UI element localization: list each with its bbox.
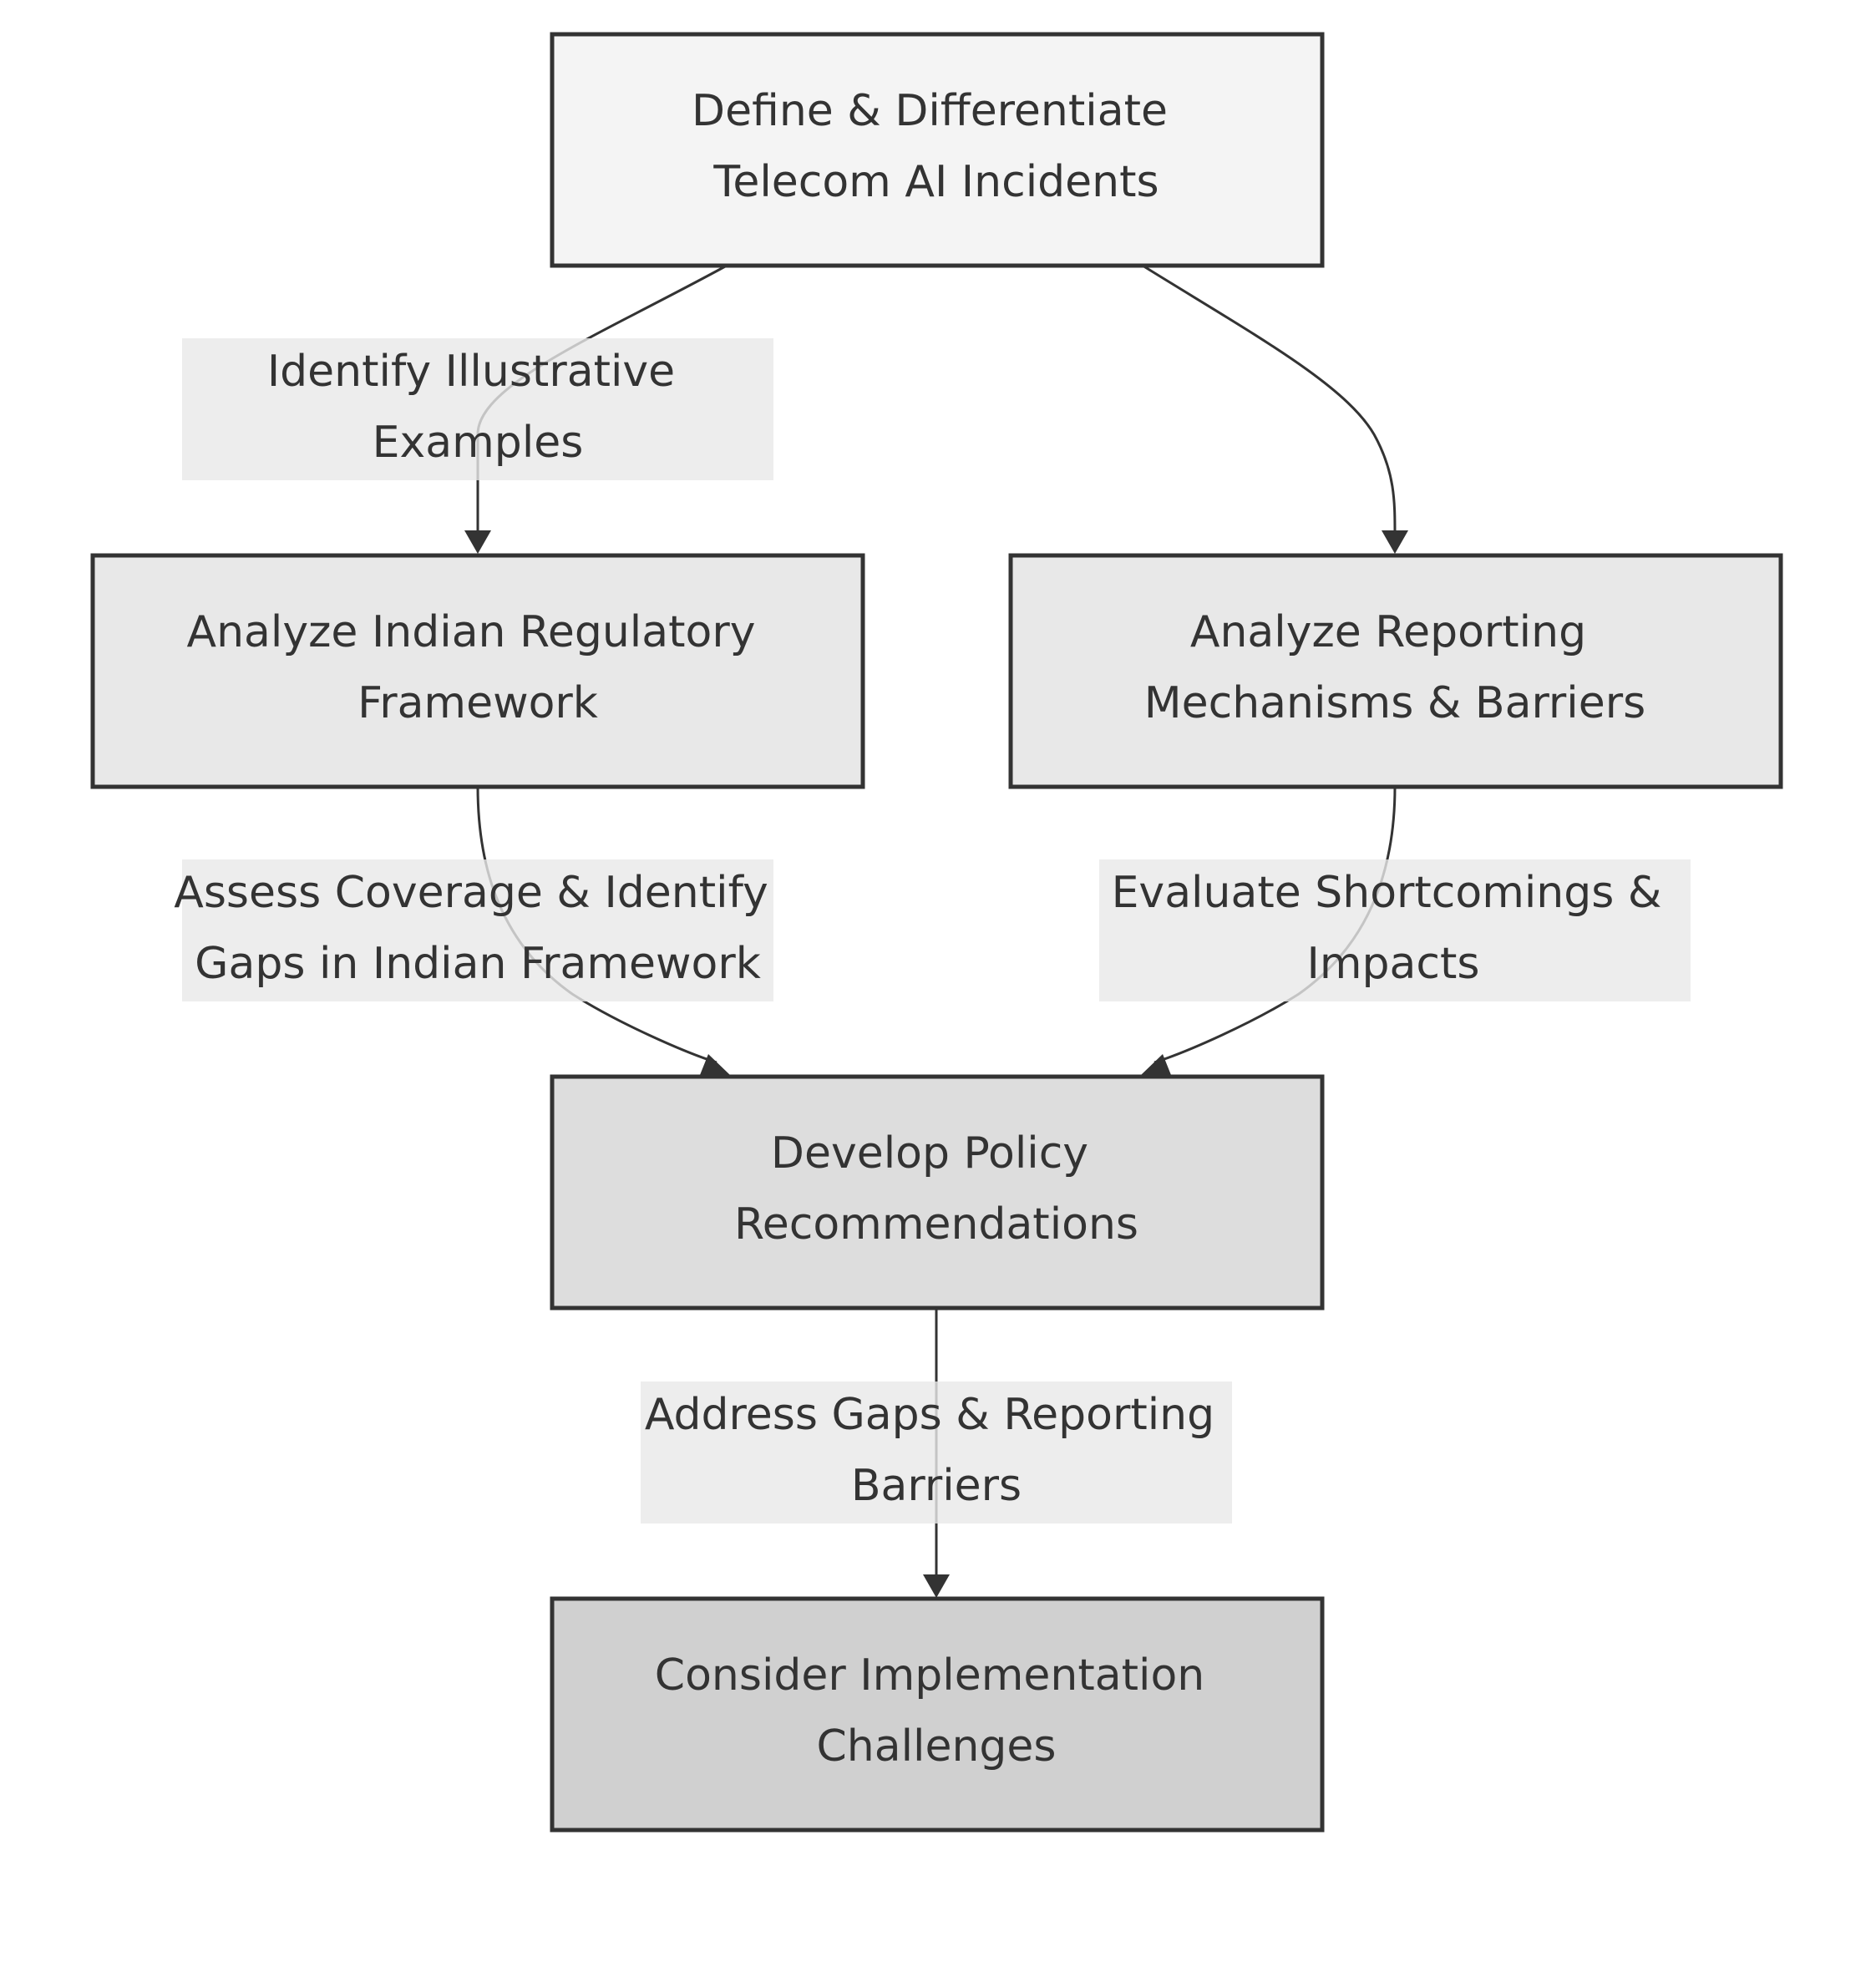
edge-label-line: Examples xyxy=(373,418,584,468)
edge-label-line: Impacts xyxy=(1307,939,1480,989)
edge-label-identify-examples: Identify Illustrative Examples xyxy=(182,338,773,480)
edge-label-background xyxy=(641,1382,1232,1523)
edge-define-to-regulatory-arrowhead xyxy=(464,530,491,554)
node-label-line: Define & Differentiate xyxy=(692,86,1168,136)
edge-label-line: Identify Illustrative xyxy=(267,347,675,397)
node-label-line: Mechanisms & Barriers xyxy=(1144,678,1645,728)
node-label-line: Consider Implementation xyxy=(655,1650,1204,1701)
edge-label-evaluate-shortcomings: Evaluate Shortcomings & Impacts xyxy=(1099,859,1691,1001)
node-consider-implementation-challenges: Consider Implementation Challenges xyxy=(550,1596,1325,1833)
node-define-telecom-ai-incidents: Define & Differentiate Telecom AI Incide… xyxy=(550,32,1325,268)
edge-label-line: Address Gaps & Reporting xyxy=(645,1390,1214,1440)
node-label-line: Framework xyxy=(357,678,598,728)
edge-label-line: Gaps in Indian Framework xyxy=(195,939,761,989)
node-box xyxy=(550,1596,1325,1833)
edge-label-address-gaps: Address Gaps & Reporting Barriers xyxy=(641,1382,1232,1523)
node-label-line: Develop Policy xyxy=(771,1128,1088,1179)
node-box xyxy=(550,32,1325,268)
node-develop-policy-recommendations: Develop Policy Recommendations xyxy=(550,1074,1325,1311)
node-label-line: Recommendations xyxy=(734,1199,1138,1250)
edge-label-background xyxy=(182,859,773,1001)
node-box xyxy=(550,1074,1325,1311)
edge-label-line: Barriers xyxy=(851,1461,1022,1511)
node-box xyxy=(1008,553,1783,789)
edge-define-to-reporting xyxy=(1142,264,1397,535)
edge-develop-to-consider-arrowhead xyxy=(923,1574,950,1598)
node-label-line: Telecom AI Incidents xyxy=(712,157,1159,207)
edge-label-background xyxy=(182,338,773,480)
node-label-line: Challenges xyxy=(816,1721,1056,1772)
node-analyze-reporting-mechanisms: Analyze Reporting Mechanisms & Barriers xyxy=(1008,553,1783,789)
node-analyze-indian-regulatory-framework: Analyze Indian Regulatory Framework xyxy=(90,553,865,789)
edge-label-line: Evaluate Shortcomings & xyxy=(1112,868,1662,918)
edge-define-to-reporting-arrowhead xyxy=(1382,530,1408,554)
node-box xyxy=(90,553,865,789)
edge-regulatory-to-develop-arrowhead xyxy=(700,1054,730,1075)
node-label-line: Analyze Reporting xyxy=(1190,607,1586,657)
edge-label-line: Assess Coverage & Identify xyxy=(174,868,768,918)
edge-reporting-to-develop-arrowhead xyxy=(1141,1054,1171,1075)
edge-label-assess-coverage: Assess Coverage & Identify Gaps in India… xyxy=(174,859,773,1001)
edge-label-background xyxy=(1099,859,1691,1001)
node-label-line: Analyze Indian Regulatory xyxy=(187,607,756,657)
